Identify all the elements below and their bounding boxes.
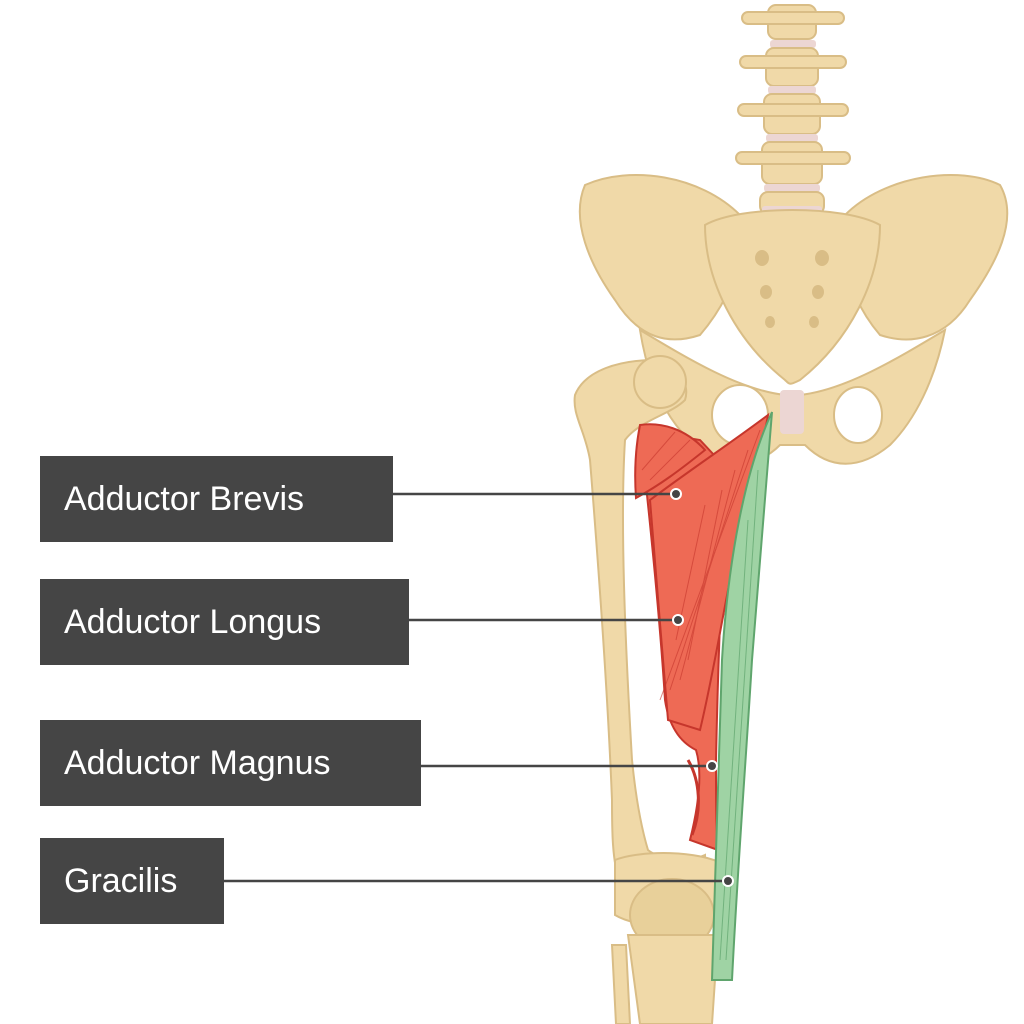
pelvis: [578, 174, 1009, 465]
lumbar-spine: [735, 4, 851, 218]
label-text-gracilis: Gracilis: [64, 861, 178, 900]
pointer-dot-adductor-longus: [672, 614, 684, 626]
label-gracilis: Gracilis: [40, 838, 224, 924]
label-text-adductor-brevis: Adductor Brevis: [64, 479, 304, 518]
label-adductor-magnus: Adductor Magnus: [40, 720, 421, 806]
leader-lines: [224, 488, 734, 887]
label-text-adductor-magnus: Adductor Magnus: [64, 743, 331, 782]
pointer-dot-gracilis: [722, 875, 734, 887]
label-adductor-brevis: Adductor Brevis: [40, 456, 393, 542]
pointer-dot-adductor-magnus: [706, 760, 718, 772]
label-text-adductor-longus: Adductor Longus: [64, 602, 322, 641]
label-adductor-longus: Adductor Longus: [40, 579, 409, 665]
pointer-dot-adductor-brevis: [670, 488, 682, 500]
